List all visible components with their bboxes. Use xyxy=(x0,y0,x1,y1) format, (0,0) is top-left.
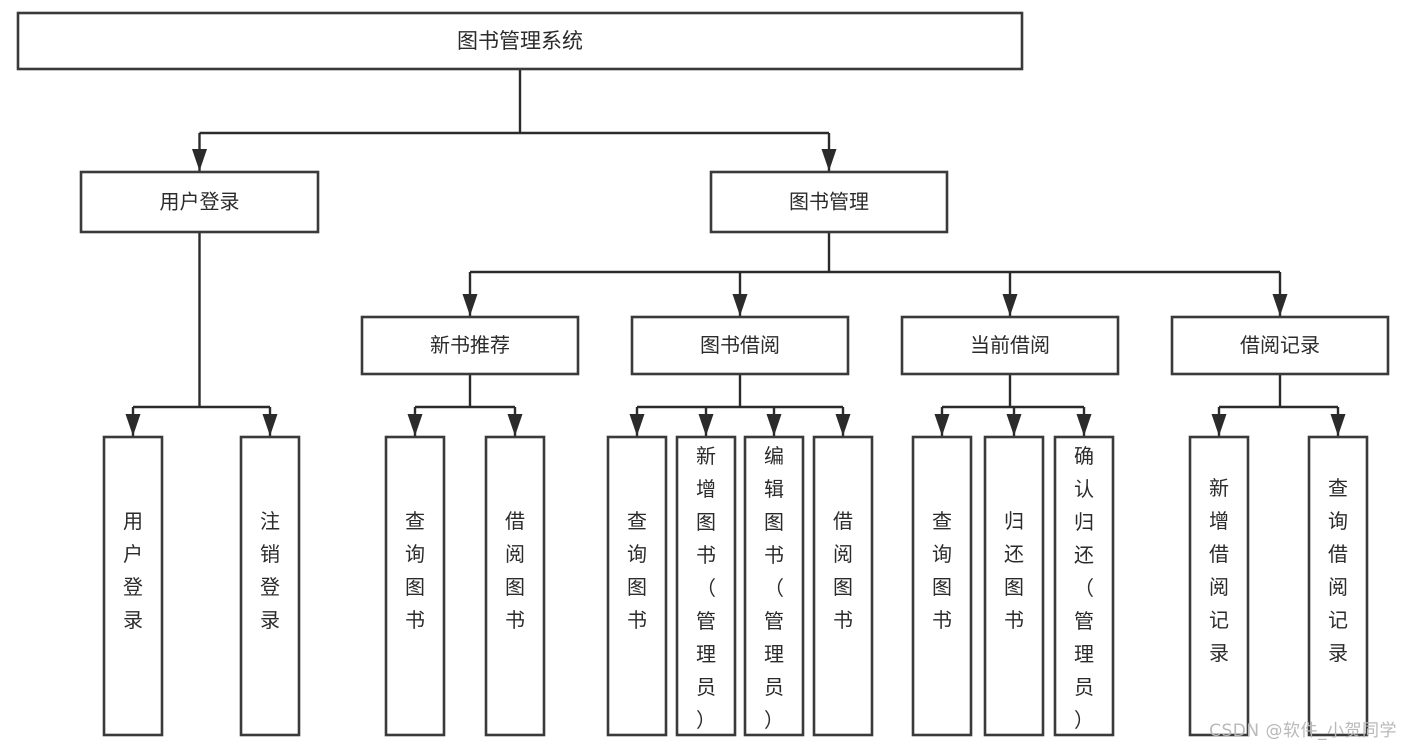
arrow-bookmgmt-to-new-book-recommend xyxy=(462,294,478,316)
node-root-label: 图书管理系统 xyxy=(457,29,583,53)
node-current-borrow-label: 当前借阅 xyxy=(970,333,1050,357)
node-leaf-query-book-current[interactable]: 查询图书 xyxy=(911,435,973,737)
arrow-bookmgmt-to-book-borrow xyxy=(732,294,748,316)
node-user-login-box xyxy=(79,170,320,234)
node-current-borrow-box xyxy=(900,315,1120,376)
node-root-box xyxy=(16,11,1024,71)
node-leaf-query-book-recommend-label: 查询图书 xyxy=(405,509,425,632)
node-leaf-query-book-borrow-box xyxy=(606,435,668,737)
node-leaf-confirm-return-admin-box xyxy=(1053,435,1115,737)
arrow-new-book-recommend-to-leaf-borrow-book-recommend xyxy=(507,414,523,436)
node-leaf-query-borrow-record-label: 查询借阅记录 xyxy=(1328,476,1348,665)
node-leaf-borrow-book-recommend[interactable]: 借阅图书 xyxy=(484,435,546,737)
node-current-borrow[interactable]: 当前借阅 xyxy=(900,315,1120,376)
arrow-book-borrow-to-leaf-query-book-borrow xyxy=(629,414,645,436)
node-user-login-label: 用户登录 xyxy=(160,190,240,214)
node-leaf-edit-book-admin-label: 编辑图书（管理员） xyxy=(764,444,784,732)
node-leaf-return-book[interactable]: 归还图书 xyxy=(983,435,1045,737)
arrow-root-to-book-management xyxy=(821,149,837,171)
node-new-book-recommend-box xyxy=(360,315,580,376)
node-leaf-add-book-admin[interactable]: 新增图书（管理员） xyxy=(675,435,737,737)
node-book-management-label: 图书管理 xyxy=(789,190,869,214)
node-root[interactable]: 图书管理系统 xyxy=(16,11,1024,71)
node-book-management[interactable]: 图书管理 xyxy=(709,170,949,234)
node-leaf-return-book-label: 归还图书 xyxy=(1004,509,1024,632)
node-leaf-user-login-box xyxy=(102,435,164,737)
arrow-root-to-user-login xyxy=(192,149,207,171)
arrow-book-borrow-to-leaf-borrow-book xyxy=(835,414,851,436)
node-book-borrow[interactable]: 图书借阅 xyxy=(630,315,850,376)
node-leaf-user-logout[interactable]: 注销登录 xyxy=(239,435,301,737)
node-leaf-confirm-return-admin[interactable]: 确认归还（管理员） xyxy=(1053,435,1115,737)
node-leaf-add-book-admin-box xyxy=(675,435,737,737)
node-leaf-query-book-borrow-label: 查询图书 xyxy=(627,509,647,632)
node-leaf-edit-book-admin[interactable]: 编辑图书（管理员） xyxy=(743,435,805,737)
node-leaf-borrow-book-box xyxy=(812,435,874,737)
node-book-borrow-label: 图书借阅 xyxy=(700,333,780,357)
node-new-book-recommend-label: 新书推荐 xyxy=(430,333,510,357)
node-leaf-query-book-recommend[interactable]: 查询图书 xyxy=(384,435,446,737)
arrow-bookmgmt-to-current-borrow xyxy=(1002,294,1018,316)
node-leaf-borrow-book-recommend-box xyxy=(484,435,546,737)
node-book-borrow-box xyxy=(630,315,850,376)
node-leaf-borrow-book-recommend-label: 借阅图书 xyxy=(505,509,525,632)
arrow-borrow-record-to-leaf-query-borrow-record xyxy=(1330,414,1346,436)
connector-layer xyxy=(125,69,1346,436)
node-leaf-user-login[interactable]: 用户登录 xyxy=(102,435,164,737)
arrow-user-login-to-leaf-user-login xyxy=(125,414,141,436)
node-leaf-user-logout-box xyxy=(239,435,301,737)
node-leaf-add-borrow-record-box xyxy=(1188,435,1250,737)
node-leaf-borrow-book[interactable]: 借阅图书 xyxy=(812,435,874,737)
arrow-new-book-recommend-to-leaf-query-book-recommend xyxy=(407,414,423,436)
arrow-user-login-to-leaf-user-logout xyxy=(262,414,278,436)
node-leaf-query-borrow-record[interactable]: 查询借阅记录 xyxy=(1307,435,1369,737)
node-borrow-record[interactable]: 借阅记录 xyxy=(1170,315,1390,376)
arrow-current-borrow-to-leaf-return-book xyxy=(1006,414,1022,436)
arrow-book-borrow-to-leaf-edit-book-admin xyxy=(766,414,782,436)
node-borrow-record-box xyxy=(1170,315,1390,376)
node-leaf-query-book-borrow[interactable]: 查询图书 xyxy=(606,435,668,737)
node-new-book-recommend[interactable]: 新书推荐 xyxy=(360,315,580,376)
arrow-current-borrow-to-leaf-query-book-current xyxy=(934,414,950,436)
node-layer: 图书管理系统用户登录图书管理新书推荐图书借阅当前借阅借阅记录用户登录注销登录查询… xyxy=(16,11,1390,737)
node-leaf-add-book-admin-label: 新增图书（管理员） xyxy=(696,444,716,732)
arrow-borrow-record-to-leaf-add-borrow-record xyxy=(1211,414,1227,436)
node-leaf-query-book-recommend-box xyxy=(384,435,446,737)
node-leaf-add-borrow-record-label: 新增借阅记录 xyxy=(1209,476,1229,665)
node-leaf-edit-book-admin-box xyxy=(743,435,805,737)
node-leaf-query-book-current-box xyxy=(911,435,973,737)
node-leaf-return-book-box xyxy=(983,435,1045,737)
arrow-current-borrow-to-leaf-confirm-return-admin xyxy=(1076,414,1092,436)
node-leaf-user-logout-label: 注销登录 xyxy=(260,509,280,632)
arrow-bookmgmt-to-borrow-record xyxy=(1272,294,1288,316)
node-user-login[interactable]: 用户登录 xyxy=(79,170,320,234)
node-leaf-confirm-return-admin-label: 确认归还（管理员） xyxy=(1074,444,1094,732)
node-leaf-add-borrow-record[interactable]: 新增借阅记录 xyxy=(1188,435,1250,737)
node-leaf-query-book-current-label: 查询图书 xyxy=(932,509,952,632)
node-leaf-user-login-label: 用户登录 xyxy=(123,509,143,632)
node-book-management-box xyxy=(709,170,949,234)
node-borrow-record-label: 借阅记录 xyxy=(1240,333,1320,357)
node-leaf-borrow-book-label: 借阅图书 xyxy=(833,509,853,632)
arrow-book-borrow-to-leaf-add-book-admin xyxy=(698,414,714,436)
node-leaf-query-borrow-record-box xyxy=(1307,435,1369,737)
